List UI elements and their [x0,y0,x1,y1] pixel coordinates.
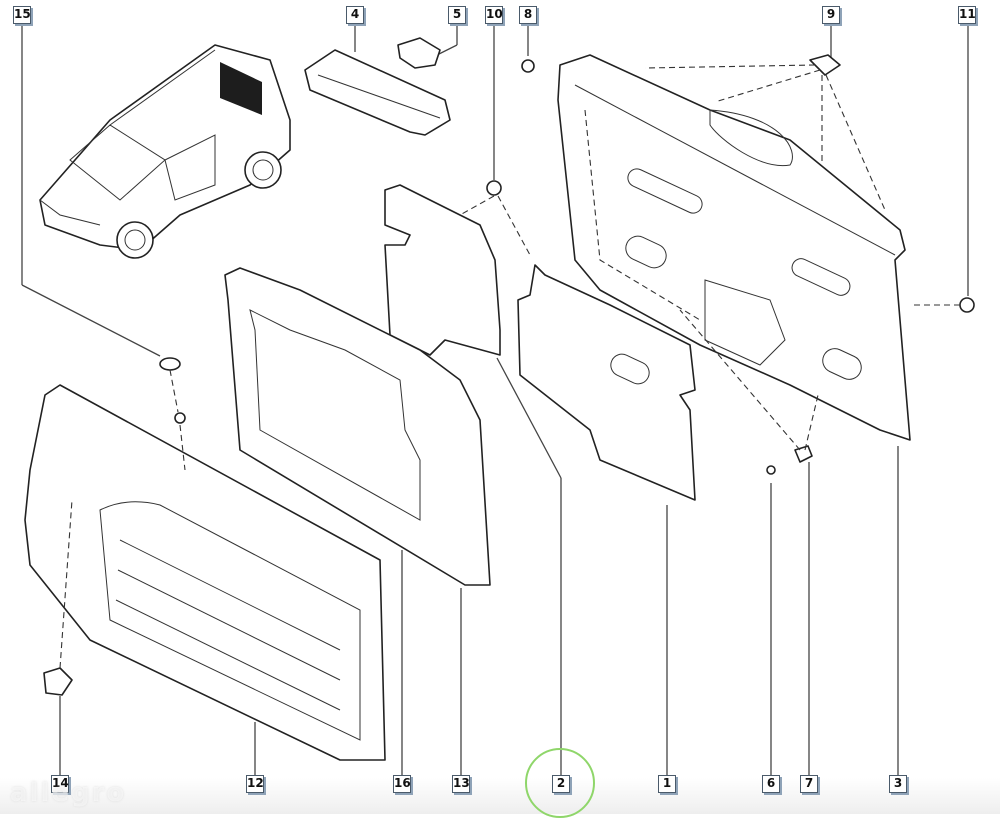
part-6-screw [766,465,776,475]
callout-3[interactable]: 3 [889,775,907,793]
part-13-frame [224,267,491,586]
part-8-fastener [521,59,535,73]
part-2-pad [384,184,501,356]
part-15-plug [159,357,181,371]
callout-14[interactable]: 14 [51,775,69,793]
bottom-fade [0,778,1000,814]
leader-lines [21,24,969,775]
callout-1[interactable]: 1 [658,775,676,793]
part-12-lower-panel [24,384,386,761]
callout-15[interactable]: 15 [13,6,31,24]
callout-2[interactable]: 2 [552,775,570,793]
part-1-pad [517,264,696,501]
part-4-housing [304,49,451,136]
part-5-clip [397,37,441,69]
watermark: allegro [10,778,127,808]
part-10-nut [486,180,502,196]
callout-9[interactable]: 9 [822,6,840,24]
callout-6[interactable]: 6 [762,775,780,793]
part-7-clip [794,445,813,463]
callout-11[interactable]: 11 [958,6,976,24]
assembly-arrows [59,64,960,669]
van-rear-trim-highlight [220,62,262,115]
van-illustration [39,44,291,259]
callout-10[interactable]: 10 [485,6,503,24]
callout-8[interactable]: 8 [519,6,537,24]
callout-16[interactable]: 16 [393,775,411,793]
callout-7[interactable]: 7 [800,775,818,793]
part-16-screw [174,412,186,424]
callout-4[interactable]: 4 [346,6,364,24]
callout-5[interactable]: 5 [448,6,466,24]
part-11-nut [959,297,975,313]
callout-12[interactable]: 12 [246,775,264,793]
part-3-door-trim [557,54,911,441]
part-14-clip [43,667,73,696]
callout-13[interactable]: 13 [452,775,470,793]
